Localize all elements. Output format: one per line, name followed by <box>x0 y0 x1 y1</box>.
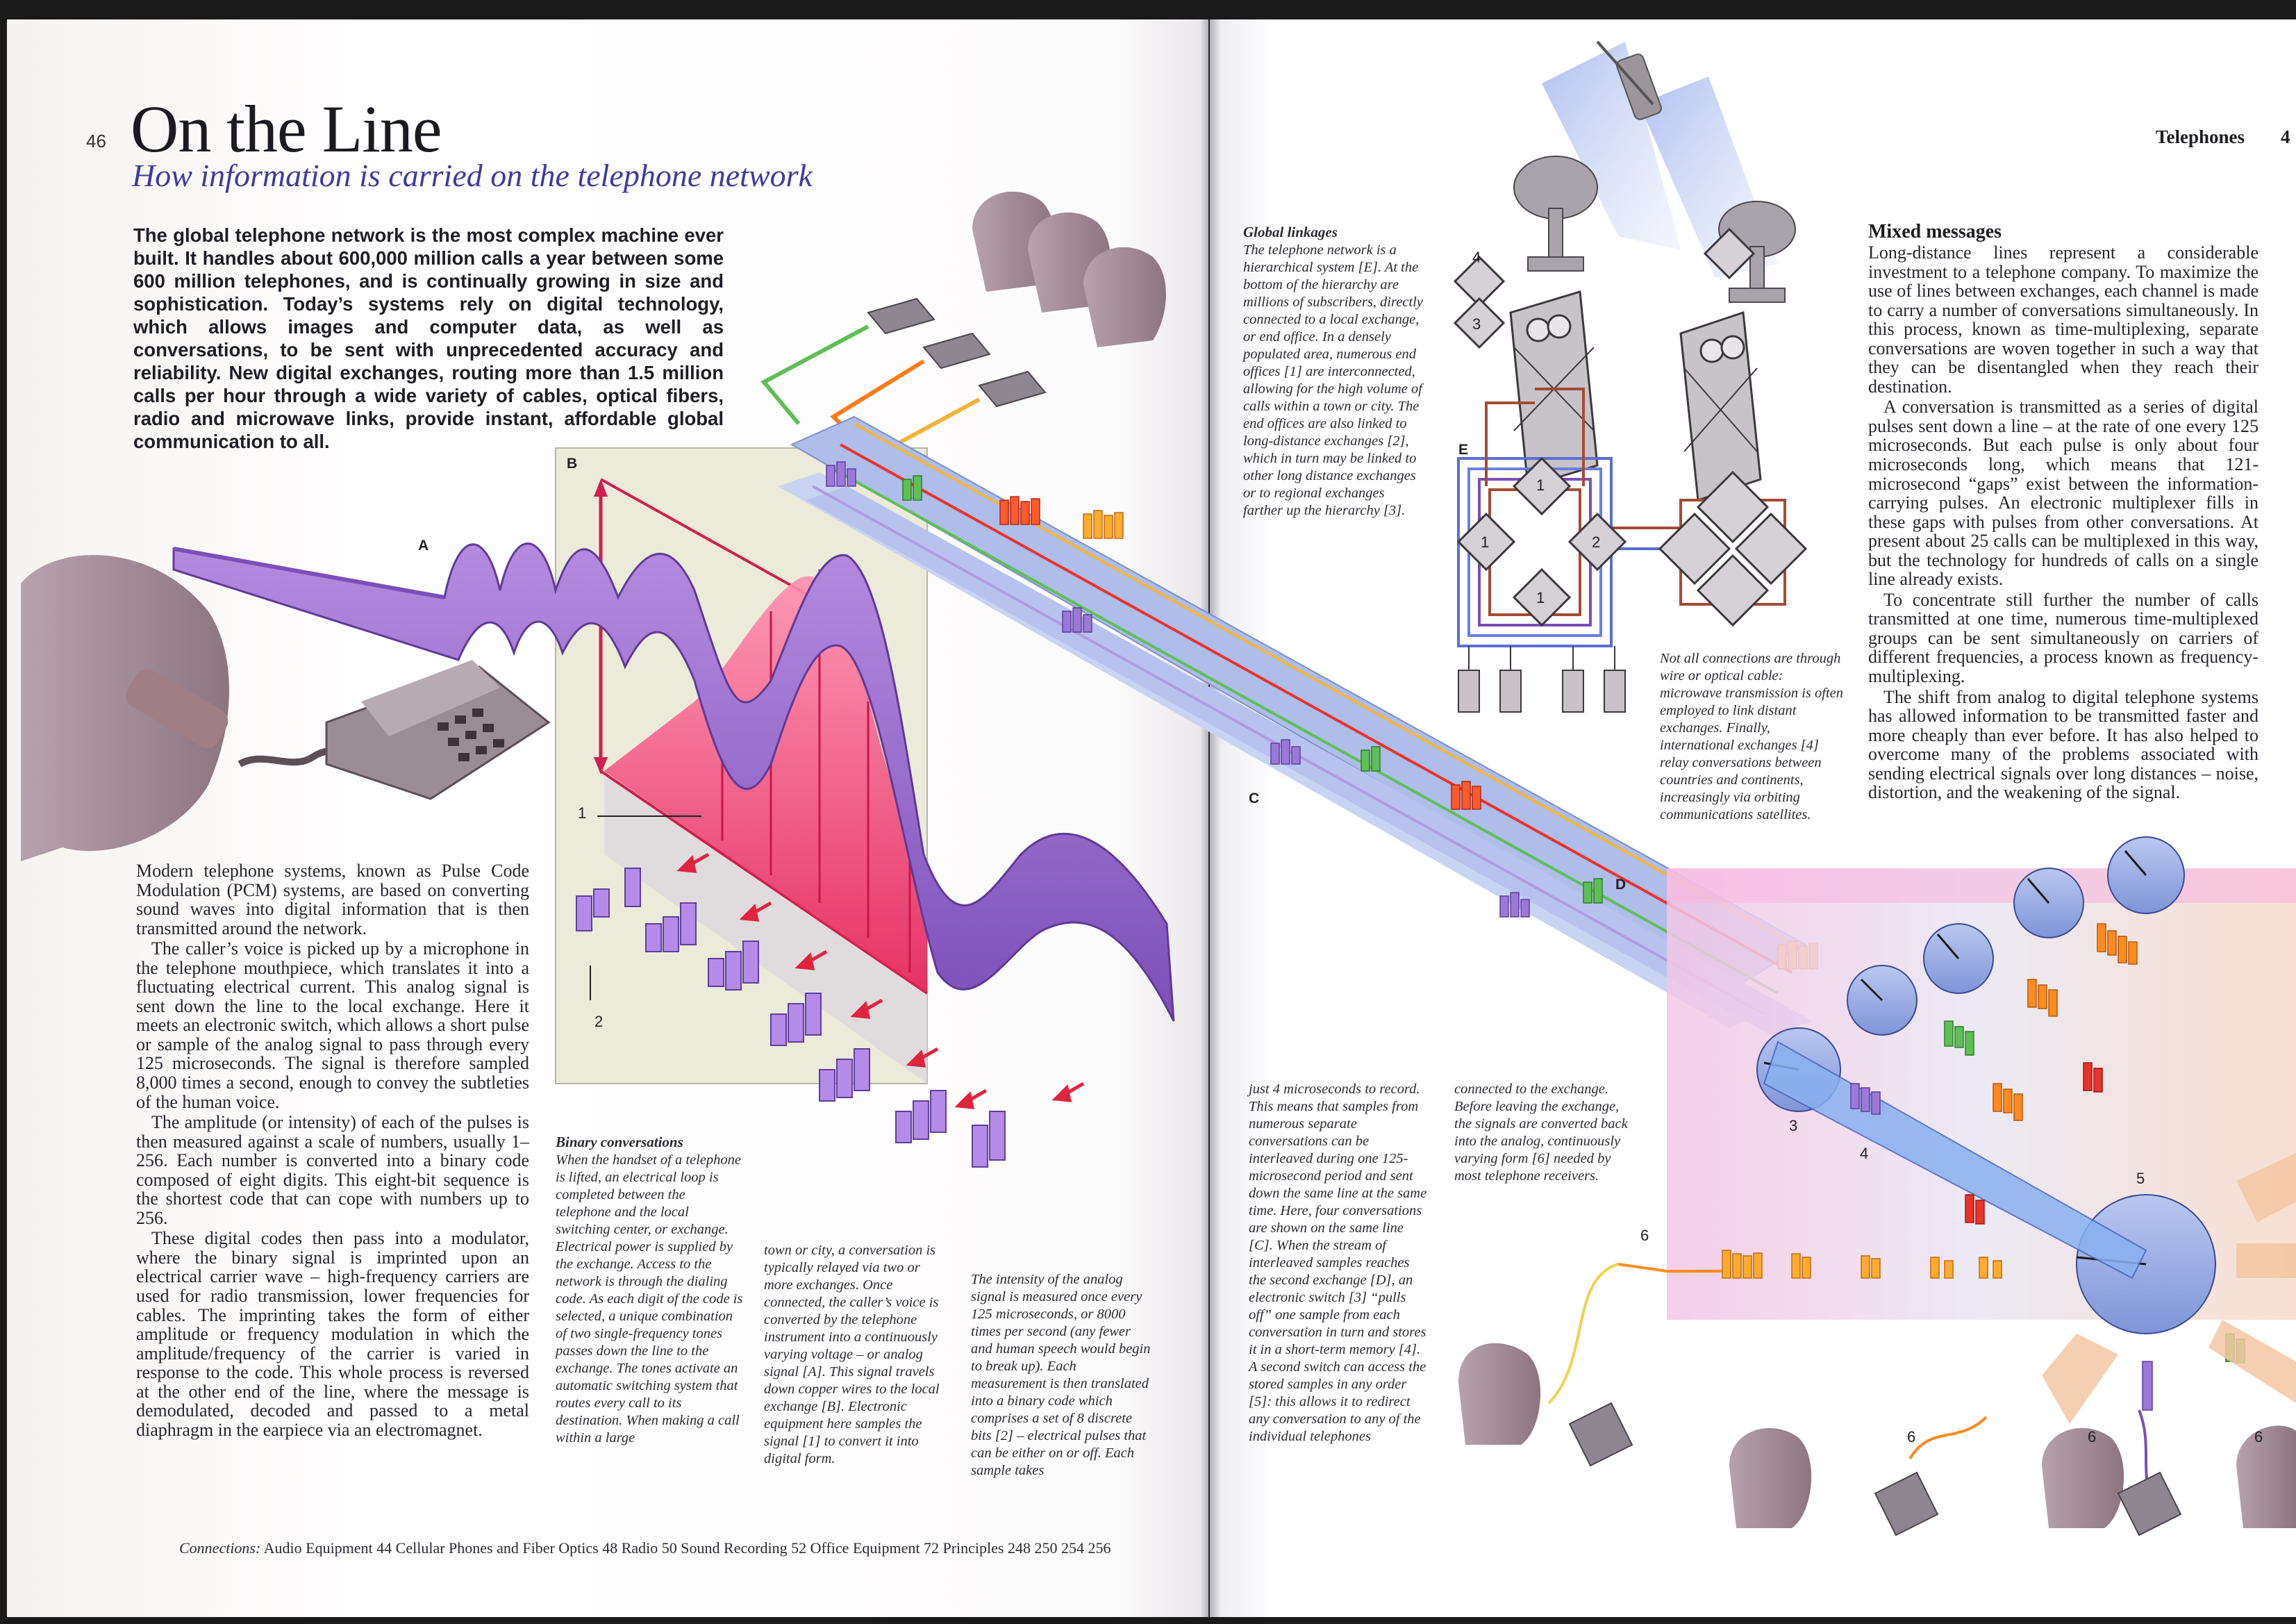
receiving-subscribers <box>867 191 1166 408</box>
pulse-blocks <box>826 461 1818 970</box>
microwave-caption: Not all connections are through wire or … <box>1660 651 1844 822</box>
figure-label-2: 2 <box>594 1013 604 1030</box>
hierarchy-label-1c: 1 <box>1536 589 1545 606</box>
page-number-left: 46 <box>86 131 106 151</box>
output-pulse-train <box>1722 1250 2002 1279</box>
global-linkages-text: The telephone network is a hierarchical … <box>1243 242 1423 518</box>
binary-code-bars <box>576 868 1006 1168</box>
output-label-6d: 6 <box>2254 1428 2263 1445</box>
switch-label-3: 3 <box>1789 1117 1798 1134</box>
page-number-right: 4 <box>2281 126 2290 147</box>
body-paragraph: Long-distance lines represent a consider… <box>1868 242 2258 397</box>
hierarchy-label-4: 4 <box>1472 249 1481 266</box>
edge-spokes <box>2042 1153 2296 1424</box>
figure-label-e: E <box>1458 442 1469 458</box>
hierarchy-label-3: 3 <box>1472 315 1481 333</box>
binary-caption-col3: The intensity of the analog signal is me… <box>971 1272 1151 1478</box>
binary-caption-col1: Binary conversations When the handset of… <box>556 1134 743 1447</box>
binary-caption-head: Binary conversations <box>556 1134 683 1150</box>
multiplex-caption-2: connected to the exchange. Before leavin… <box>1454 1082 1628 1184</box>
memory-label-4: 4 <box>1860 1145 1869 1162</box>
sampling-arrows <box>676 852 1085 1109</box>
figure-label-b: B <box>567 456 578 472</box>
body-paragraph: Modern telephone systems, known as Pulse… <box>136 861 529 938</box>
body-paragraph: The amplitude (or intensity) of each of … <box>136 1112 529 1228</box>
figure-label-c: C <box>1249 790 1260 806</box>
output-label-6a: 6 <box>1640 1227 1649 1244</box>
binary-caption-text-1: When the handset of a telephone is lifte… <box>556 1152 743 1445</box>
page-title: On the Line <box>131 92 442 166</box>
mixed-messages-body: Long-distance lines represent a consider… <box>1868 243 2258 804</box>
connections-label: Connections: <box>179 1539 261 1557</box>
book-gutter <box>1200 19 1221 1617</box>
analog-signal-wave <box>172 542 1175 1022</box>
switch-label-5: 5 <box>2136 1170 2145 1187</box>
running-head: Telephones <box>2156 126 2245 147</box>
output-label-6b: 6 <box>1907 1428 1916 1445</box>
receiving-phones <box>1458 1343 2296 1536</box>
output-label-6c: 6 <box>2088 1428 2097 1445</box>
intro-paragraph: The global telephone network is the most… <box>133 224 724 452</box>
figure-label-a: A <box>418 538 429 554</box>
hierarchy-label-1b: 1 <box>1481 533 1490 551</box>
body-paragraph: The caller’s voice is picked up by a mic… <box>136 938 529 1112</box>
caller-head <box>21 555 229 861</box>
multiplex-caption-1: just 4 microseconds to record. This mean… <box>1249 1082 1427 1444</box>
mixed-messages-heading: Mixed messages <box>1868 221 2002 242</box>
network-hierarchy-e <box>1453 227 1808 713</box>
connections-links[interactable]: Audio Equipment 44 Cellular Phones and F… <box>263 1539 1111 1557</box>
global-linkages-head: Global linkages <box>1243 224 1338 240</box>
body-paragraph: These digital codes then pass into a mod… <box>136 1228 529 1440</box>
caller-telephone <box>21 555 551 861</box>
body-paragraph: A conversation is transmitted as a serie… <box>1868 397 2258 590</box>
body-paragraph: The shift from analog to digital telepho… <box>1868 686 2258 803</box>
figure-label-d: D <box>1615 877 1627 893</box>
body-paragraph: To concentrate still further the number … <box>1868 589 2258 687</box>
stored-samples <box>1850 923 2245 1411</box>
pcm-body-text: Modern telephone systems, known as Pulse… <box>136 861 529 1441</box>
connections-footer: Connections: Audio Equipment 44 Cellular… <box>179 1539 1110 1557</box>
figure-label-1: 1 <box>578 804 587 822</box>
hierarchy-label-1a: 1 <box>1536 477 1545 494</box>
binary-caption-col2: town or city, a conversation is typicall… <box>764 1243 940 1466</box>
global-linkages-caption: Global linkages The telephone network is… <box>1243 224 1427 520</box>
page-subtitle: How information is carried on the teleph… <box>132 158 813 193</box>
hierarchy-label-2: 2 <box>1592 533 1601 551</box>
